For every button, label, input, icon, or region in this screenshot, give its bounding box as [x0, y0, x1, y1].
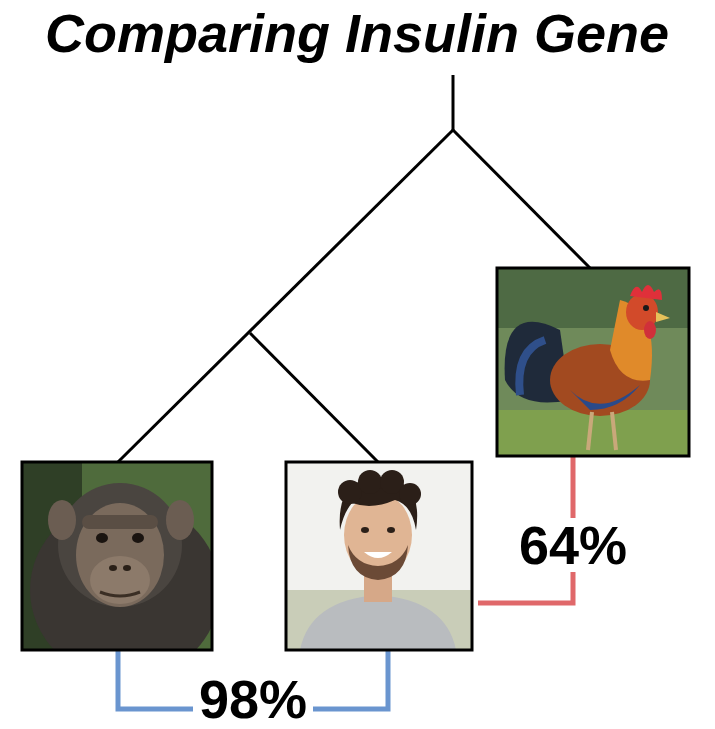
human-photo [286, 462, 472, 650]
chimp-photo [22, 462, 220, 680]
rooster-photo [497, 268, 689, 456]
similarity-label: 98% [193, 672, 313, 726]
diagram-title: Comparing Insulin Gene [45, 6, 669, 60]
similarity-label: 64% [513, 518, 633, 572]
